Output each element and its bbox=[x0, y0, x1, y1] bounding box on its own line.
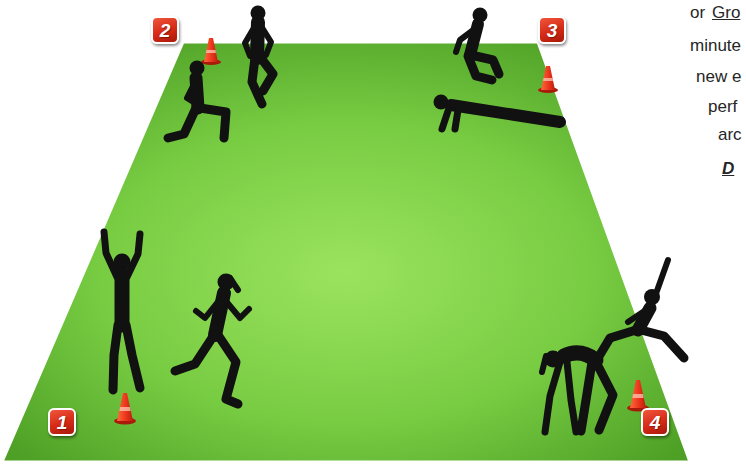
jumping-jack-athlete bbox=[104, 232, 140, 390]
station-number: 3 bbox=[547, 21, 558, 40]
athlete-silhouettes bbox=[104, 6, 684, 433]
grass-field bbox=[2, 42, 690, 462]
cone bbox=[201, 38, 221, 65]
instruction-text: arc bbox=[718, 126, 742, 143]
station-badge: 1 bbox=[48, 408, 76, 436]
station-badge: 2 bbox=[151, 16, 179, 44]
cone bbox=[538, 66, 558, 93]
station-number: 4 bbox=[650, 413, 661, 432]
lunge-athlete bbox=[168, 61, 226, 139]
running-athlete bbox=[175, 274, 249, 405]
instruction-text: new e bbox=[696, 68, 741, 85]
instruction-text: D bbox=[722, 160, 734, 177]
cone bbox=[114, 393, 136, 425]
reaching-lunge-athlete bbox=[598, 260, 684, 358]
jumping-athlete bbox=[456, 8, 499, 81]
instruction-text: perf bbox=[708, 98, 737, 115]
cone bbox=[627, 380, 649, 412]
station-number: 1 bbox=[57, 413, 68, 432]
instruction-text: minute bbox=[690, 37, 741, 54]
instruction-text: Gro bbox=[712, 4, 740, 21]
station-number: 2 bbox=[160, 21, 171, 40]
standing-athlete bbox=[245, 6, 273, 105]
plank-athlete bbox=[434, 95, 561, 130]
station-badge: 4 bbox=[641, 408, 669, 436]
station-badge: 3 bbox=[538, 16, 566, 44]
bear-crawl-athlete bbox=[542, 351, 613, 433]
instruction-text: or bbox=[690, 4, 705, 21]
